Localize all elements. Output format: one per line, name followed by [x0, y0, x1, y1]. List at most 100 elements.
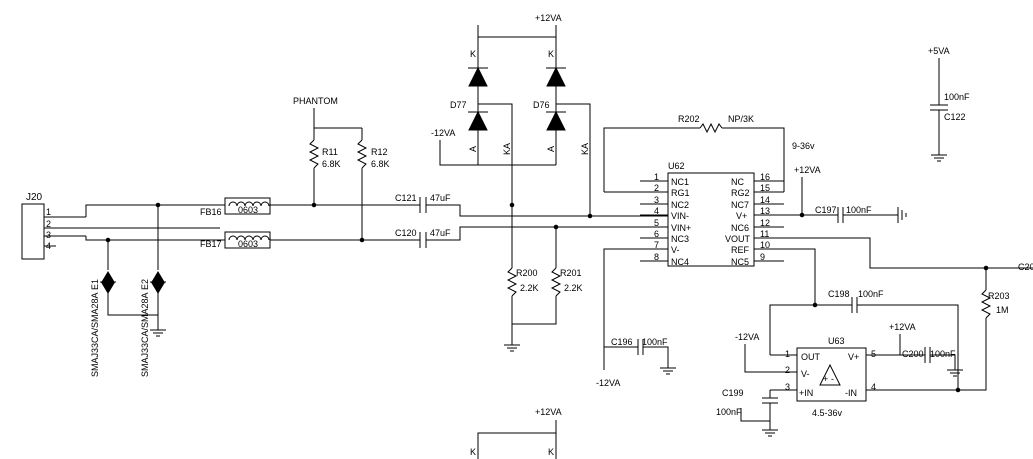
r202-value: NP/3K [728, 114, 754, 124]
c200-value: 100nF [930, 349, 956, 359]
u62-supply-note: 9-36v [792, 141, 815, 151]
c120-value: 47uF [430, 228, 451, 238]
u63-pin4-num: 4 [871, 382, 876, 392]
u63-opamp-minus: - [831, 374, 834, 384]
c120-ref: C120 [395, 228, 417, 238]
u63-pin4-name: -IN [845, 388, 857, 398]
j20-pin-2: 2 [46, 219, 51, 229]
c200-rail: +12VA [889, 322, 916, 332]
r201-ref: R201 [560, 268, 582, 278]
c122-ref: C122 [944, 112, 966, 122]
c198-ref: C198 [828, 289, 850, 299]
fb17-value: 0603 [238, 239, 258, 249]
u63-pin2-name: V- [801, 369, 810, 379]
u63-pin1-num: 1 [785, 349, 790, 359]
u62-pin3-num: 3 [654, 195, 659, 205]
r12-value: 6.8K [371, 159, 390, 169]
tvs-d1-ref: E1 [90, 279, 100, 290]
u62-right-pins: NC 16 RG2 15 NC7 14 V+ 13 NC6 12 VOUT 11… [725, 172, 784, 267]
u62-pin12-num: 12 [760, 218, 770, 228]
cap-c121: C121 47uF [395, 193, 451, 213]
c197-rail: +12VA [794, 165, 821, 175]
connector-j20: J20 1 2 3 4 [21, 192, 86, 260]
u62-pin15-name: RG2 [731, 188, 750, 198]
decoupling-c199: C199 100nF [716, 388, 779, 437]
u63-pin5-num: 5 [871, 349, 876, 359]
u62-pin8-name: NC4 [671, 257, 689, 267]
j20-ref: J20 [26, 192, 43, 203]
u62-pin3-name: NC2 [671, 200, 689, 210]
c199-ref: C199 [722, 388, 744, 398]
u62-pin5-name: VIN+ [671, 223, 691, 233]
out-net-label: C20 [1018, 262, 1033, 272]
u63-supply-note: 4.5-36v [812, 408, 843, 418]
gain-resistor-r202: R202 NP/3K 9-36v [603, 114, 815, 193]
u62-pin7-num: 7 [654, 240, 659, 250]
c122-rail: +5VA [928, 46, 950, 56]
ferrite-fb16: FB16 0603 [200, 197, 271, 217]
u63-opamp-plus: + [823, 374, 828, 384]
output-section: C20 R203 1M C198 100nF [769, 237, 1033, 393]
clamp-rail-neg: -12VA [431, 128, 455, 138]
r200-ref: R200 [516, 268, 538, 278]
d77-k-label: K [470, 49, 476, 59]
u62-pin16-num: 16 [760, 172, 770, 182]
bottom-k-left: K [470, 447, 476, 457]
c198-value: 100nF [858, 289, 884, 299]
r11-value: 6.8K [322, 159, 341, 169]
fb16-value: 0603 [238, 205, 258, 215]
bottom-k-right: K [548, 447, 554, 457]
u62-pin4-num: 4 [654, 206, 659, 216]
u62-pin2-num: 2 [654, 183, 659, 193]
u62-pin11-name: VOUT [725, 234, 751, 244]
c196-rail: -12VA [596, 378, 620, 388]
u62-pin9-num: 9 [760, 252, 765, 262]
decoupling-c200: +12VA C200 100nF [889, 322, 964, 377]
d76-ref: D76 [533, 100, 550, 110]
u62-pin6-name: NC3 [671, 234, 689, 244]
u62-pin10-name: REF [731, 245, 750, 255]
u62-pin2-name: RG1 [671, 188, 690, 198]
c199-value: 100nF [716, 407, 742, 417]
tvs-d2-ref: E2 [140, 279, 150, 290]
r11-ref: R11 [322, 147, 338, 157]
j20-pin-1: 1 [46, 207, 51, 217]
u63-pin1-name: OUT [801, 352, 821, 362]
clamp-rail-pos: +12VA [535, 13, 562, 23]
u63-pin3-num: 3 [785, 382, 790, 392]
u62-pin13-name: V+ [736, 211, 747, 221]
r201-value: 2.2K [564, 283, 583, 293]
u62-pin5-num: 5 [654, 218, 659, 228]
u62-pin10-num: 10 [760, 240, 770, 250]
bottom-clamp: +12VA K K [470, 407, 562, 459]
u63-neg-rail: -12VA [735, 332, 759, 342]
u63-ref: U63 [828, 336, 845, 346]
u62-ref: U62 [668, 161, 685, 171]
phantom-net-label: PHANTOM [293, 96, 338, 106]
d76-k-label: K [548, 49, 554, 59]
d76-a-label: A [546, 146, 556, 152]
d77-ref: D77 [450, 100, 467, 110]
cap-c120: C120 47uF [395, 228, 451, 248]
u62-pin14-num: 14 [760, 195, 770, 205]
input-wires [85, 202, 225, 270]
phantom-network: PHANTOM R11 6.8K R12 6.8K [293, 96, 390, 243]
u62-pin1-name: NC1 [671, 177, 689, 187]
decoupling-c196: C196 100nF -12VA [596, 248, 677, 388]
c122-value: 100nF [944, 92, 970, 102]
d77-a-label: A [468, 146, 478, 152]
u62-pin9-name: NC5 [731, 257, 749, 267]
c197-ref: C197 [815, 205, 837, 215]
u62-pin8-num: 8 [654, 252, 659, 262]
d77-ka-label: KA [502, 143, 512, 155]
u62-pin16-name: NC [731, 177, 744, 187]
u63-pin3-name: +IN [799, 388, 813, 398]
r12-ref: R12 [371, 147, 388, 157]
u63-pin5-name: V+ [848, 352, 859, 362]
ferrite-fb17: FB17 0603 [200, 231, 271, 249]
u62-pin11-num: 11 [760, 229, 769, 239]
u62-pin14-name: NC7 [731, 200, 749, 210]
u62-pin13-num: 13 [760, 206, 770, 216]
tvs-d2-part: SMAJ33CA/SMA28A [140, 292, 150, 377]
bias-resistors: R200 2.2K R201 2.2K [503, 205, 583, 352]
